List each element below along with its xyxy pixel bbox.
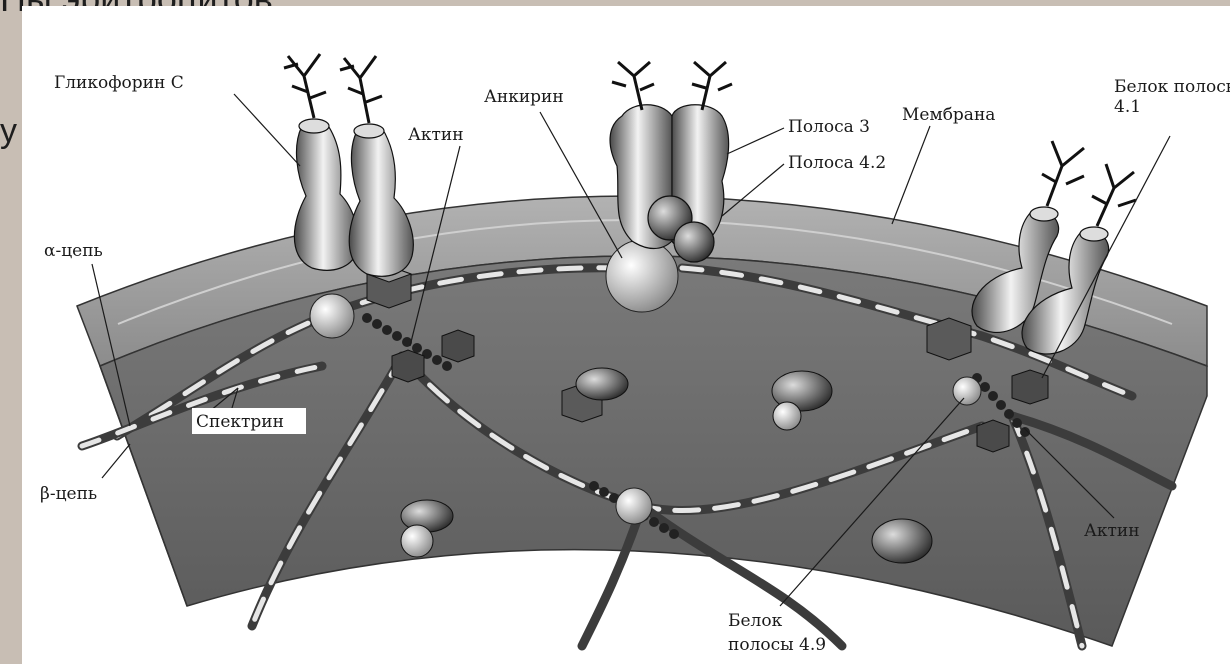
label-band3: Полоса 3 xyxy=(788,117,870,137)
label-beta-chain: β-цепь xyxy=(40,484,97,504)
label-actin-right: Актин xyxy=(1084,521,1140,541)
diagram-panel: Гликофорин С Анкирин Актин Полоса 3 Мемб… xyxy=(22,6,1230,664)
label-spectrin: Спектрин xyxy=(196,412,284,432)
label-band49-line1: Белок xyxy=(728,611,783,631)
label-band41-line1: Белок полосы xyxy=(1114,77,1230,97)
label-actin-top: Актин xyxy=(408,125,464,145)
label-alpha-chain: α-цепь xyxy=(44,241,103,261)
label-membrane: Мембрана xyxy=(902,105,995,125)
band3-dimer-icon xyxy=(610,62,732,262)
erythrocyte-membrane-diagram: Гликофорин С Анкирин Актин Полоса 3 Мемб… xyxy=(22,6,1230,664)
ankyrin-sphere-icon xyxy=(606,240,678,312)
side-fragment: у xyxy=(0,112,17,151)
glycophorin-icon xyxy=(284,54,413,276)
label-band49-line2: полосы 4.9 xyxy=(728,635,826,655)
label-glycophorin-c: Гликофорин С xyxy=(54,73,184,93)
label-band41-line2: 4.1 xyxy=(1114,97,1141,117)
label-band42: Полоса 4.2 xyxy=(788,153,886,173)
label-ankyrin: Анкирин xyxy=(484,87,564,107)
